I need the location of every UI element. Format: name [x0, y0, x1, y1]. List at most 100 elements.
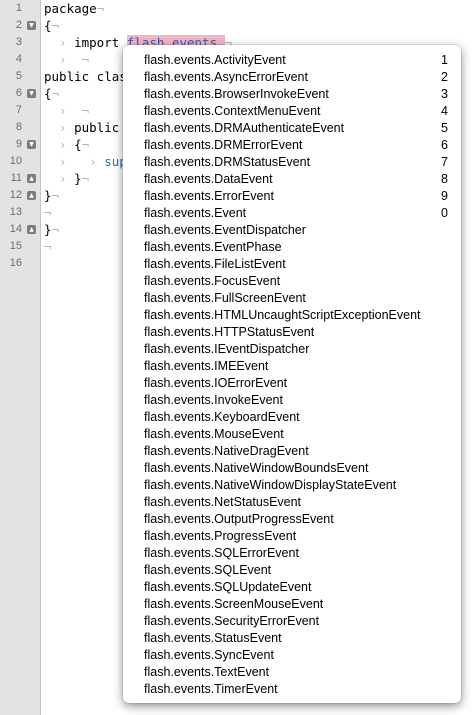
autocomplete-item[interactable]: flash.events.MouseEvent — [123, 426, 461, 443]
autocomplete-item-label: flash.events.Event — [144, 206, 247, 220]
autocomplete-item[interactable]: flash.events.ScreenMouseEvent — [123, 596, 461, 613]
autocomplete-item-label: flash.events.EventDispatcher — [144, 223, 306, 237]
autocomplete-item-shortcut: 0 — [441, 206, 448, 220]
autocomplete-item-label: flash.events.HTMLUncaughtScriptException… — [144, 308, 421, 322]
autocomplete-item[interactable]: flash.events.IEventDispatcher — [123, 341, 461, 358]
autocomplete-item[interactable]: flash.events.SecurityErrorEvent — [123, 613, 461, 630]
autocomplete-item[interactable]: flash.events.SQLErrorEvent — [123, 545, 461, 562]
autocomplete-item[interactable]: flash.events.SyncEvent — [123, 647, 461, 664]
autocomplete-item[interactable]: flash.events.TimerEvent — [123, 681, 461, 698]
autocomplete-item[interactable]: flash.events.NativeWindowBoundsEvent — [123, 460, 461, 477]
autocomplete-item-label: flash.events.StatusEvent — [144, 631, 282, 645]
autocomplete-item[interactable]: flash.events.SQLEvent — [123, 562, 461, 579]
fold-collapse-icon[interactable]: ▼ — [27, 89, 36, 98]
brace: { — [44, 18, 52, 33]
autocomplete-item-label: flash.events.NativeWindowBoundsEvent — [144, 461, 369, 475]
autocomplete-item[interactable]: flash.events.TextEvent — [123, 664, 461, 681]
autocomplete-item-label: flash.events.ErrorEvent — [144, 189, 274, 203]
autocomplete-item[interactable]: flash.events.IMEEvent — [123, 358, 461, 375]
tab-mark: › — [44, 120, 75, 135]
autocomplete-item[interactable]: flash.events.FullScreenEvent — [123, 290, 461, 307]
line-number-gutter: 1 2 3 4 5 6 7 8 9 10 11 12 13 14 15 16 ▼… — [0, 0, 41, 715]
fold-end-icon[interactable]: ▲ — [27, 191, 36, 200]
autocomplete-item[interactable]: flash.events.KeyboardEvent — [123, 409, 461, 426]
tab-mark: › — [44, 137, 75, 152]
autocomplete-item-label: flash.events.IMEEvent — [144, 359, 269, 373]
autocomplete-item[interactable]: flash.events.NativeWindowDisplayStateEve… — [123, 477, 461, 494]
fold-end-icon[interactable]: ▲ — [27, 225, 36, 234]
autocomplete-item[interactable]: flash.events.InvokeEvent — [123, 392, 461, 409]
autocomplete-item[interactable]: flash.events.FileListEvent — [123, 256, 461, 273]
autocomplete-item-label: flash.events.InvokeEvent — [144, 393, 283, 407]
whitespace-mark: ¬ — [51, 188, 60, 203]
autocomplete-item[interactable]: flash.events.BrowserInvokeEvent 3 — [123, 86, 461, 103]
autocomplete-item-label: flash.events.SQLUpdateEvent — [144, 580, 312, 594]
autocomplete-item-shortcut: 2 — [441, 70, 448, 84]
autocomplete-item-shortcut: 1 — [441, 53, 448, 67]
autocomplete-item[interactable]: flash.events.SQLUpdateEvent — [123, 579, 461, 596]
autocomplete-item-shortcut: 7 — [441, 155, 448, 169]
fold-collapse-icon[interactable]: ▼ — [27, 140, 36, 149]
autocomplete-item[interactable]: flash.events.AsyncErrorEvent 2 — [123, 69, 461, 86]
autocomplete-item[interactable]: flash.events.ProgressEvent — [123, 528, 461, 545]
autocomplete-item-label: flash.events.OutputProgressEvent — [144, 512, 334, 526]
autocomplete-item-shortcut: 9 — [441, 189, 448, 203]
code-line: }¬ — [44, 187, 59, 204]
tab-mark: › ¬ — [44, 103, 90, 118]
autocomplete-item-label: flash.events.DRMErrorEvent — [144, 138, 303, 152]
autocomplete-item[interactable]: flash.events.OutputProgressEvent — [123, 511, 461, 528]
code-line: ¬ — [44, 204, 52, 221]
autocomplete-item[interactable]: flash.events.IOErrorEvent — [123, 375, 461, 392]
autocomplete-item-label: flash.events.BrowserInvokeEvent — [144, 87, 329, 101]
fold-end-icon[interactable]: ▲ — [27, 174, 36, 183]
autocomplete-item-label: flash.events.AsyncErrorEvent — [144, 70, 308, 84]
code-line: }¬ — [44, 221, 59, 238]
autocomplete-item[interactable]: flash.events.NativeDragEvent — [123, 443, 461, 460]
autocomplete-item-label: flash.events.ScreenMouseEvent — [144, 597, 324, 611]
code-line: › }¬ — [44, 170, 89, 187]
autocomplete-item[interactable]: flash.events.StatusEvent — [123, 630, 461, 647]
autocomplete-item-label: flash.events.DataEvent — [144, 172, 273, 186]
brace: } — [44, 222, 52, 237]
line-number: 8 — [15, 121, 22, 133]
code-line: package¬ — [44, 0, 104, 17]
brace: { — [44, 86, 52, 101]
autocomplete-item-label: flash.events.IEventDispatcher — [144, 342, 310, 356]
brace: } — [44, 188, 52, 203]
autocomplete-item[interactable]: flash.events.Event 0 — [123, 205, 461, 222]
fold-collapse-icon[interactable]: ▼ — [27, 21, 36, 30]
autocomplete-item-label: flash.events.TimerEvent — [144, 682, 278, 696]
line-number: 16 — [9, 257, 22, 269]
whitespace-mark: ¬ — [81, 137, 90, 152]
line-number: 3 — [15, 36, 22, 48]
whitespace-mark: ¬ — [44, 205, 52, 220]
autocomplete-item-label: flash.events.NetStatusEvent — [144, 495, 302, 509]
autocomplete-item-label: flash.events.KeyboardEvent — [144, 410, 300, 424]
autocomplete-item[interactable]: flash.events.ErrorEvent 9 — [123, 188, 461, 205]
whitespace-mark: ¬ — [51, 86, 60, 101]
line-number: 13 — [9, 206, 22, 218]
autocomplete-item-shortcut: 3 — [441, 87, 448, 101]
code-line: {¬ — [44, 85, 59, 102]
autocomplete-item-label: flash.events.FileListEvent — [144, 257, 286, 271]
autocomplete-item-label: flash.events.SyncEvent — [144, 648, 274, 662]
line-number: 6 — [15, 87, 22, 99]
autocomplete-item-label: flash.events.SQLErrorEvent — [144, 546, 299, 560]
autocomplete-item-label: flash.events.DRMAuthenticateEvent — [144, 121, 345, 135]
autocomplete-item[interactable]: flash.events.HTTPStatusEvent — [123, 324, 461, 341]
autocomplete-item[interactable]: flash.events.EventPhase — [123, 239, 461, 256]
autocomplete-item[interactable]: flash.events.FocusEvent — [123, 273, 461, 290]
autocomplete-item[interactable]: flash.events.HTMLUncaughtScriptException… — [123, 307, 461, 324]
autocomplete-item[interactable]: flash.events.NetStatusEvent — [123, 494, 461, 511]
autocomplete-item-label: flash.events.IOErrorEvent — [144, 376, 288, 390]
line-number: 15 — [9, 240, 22, 252]
autocomplete-item[interactable]: flash.events.EventDispatcher — [123, 222, 461, 239]
line-number: 2 — [15, 19, 22, 31]
